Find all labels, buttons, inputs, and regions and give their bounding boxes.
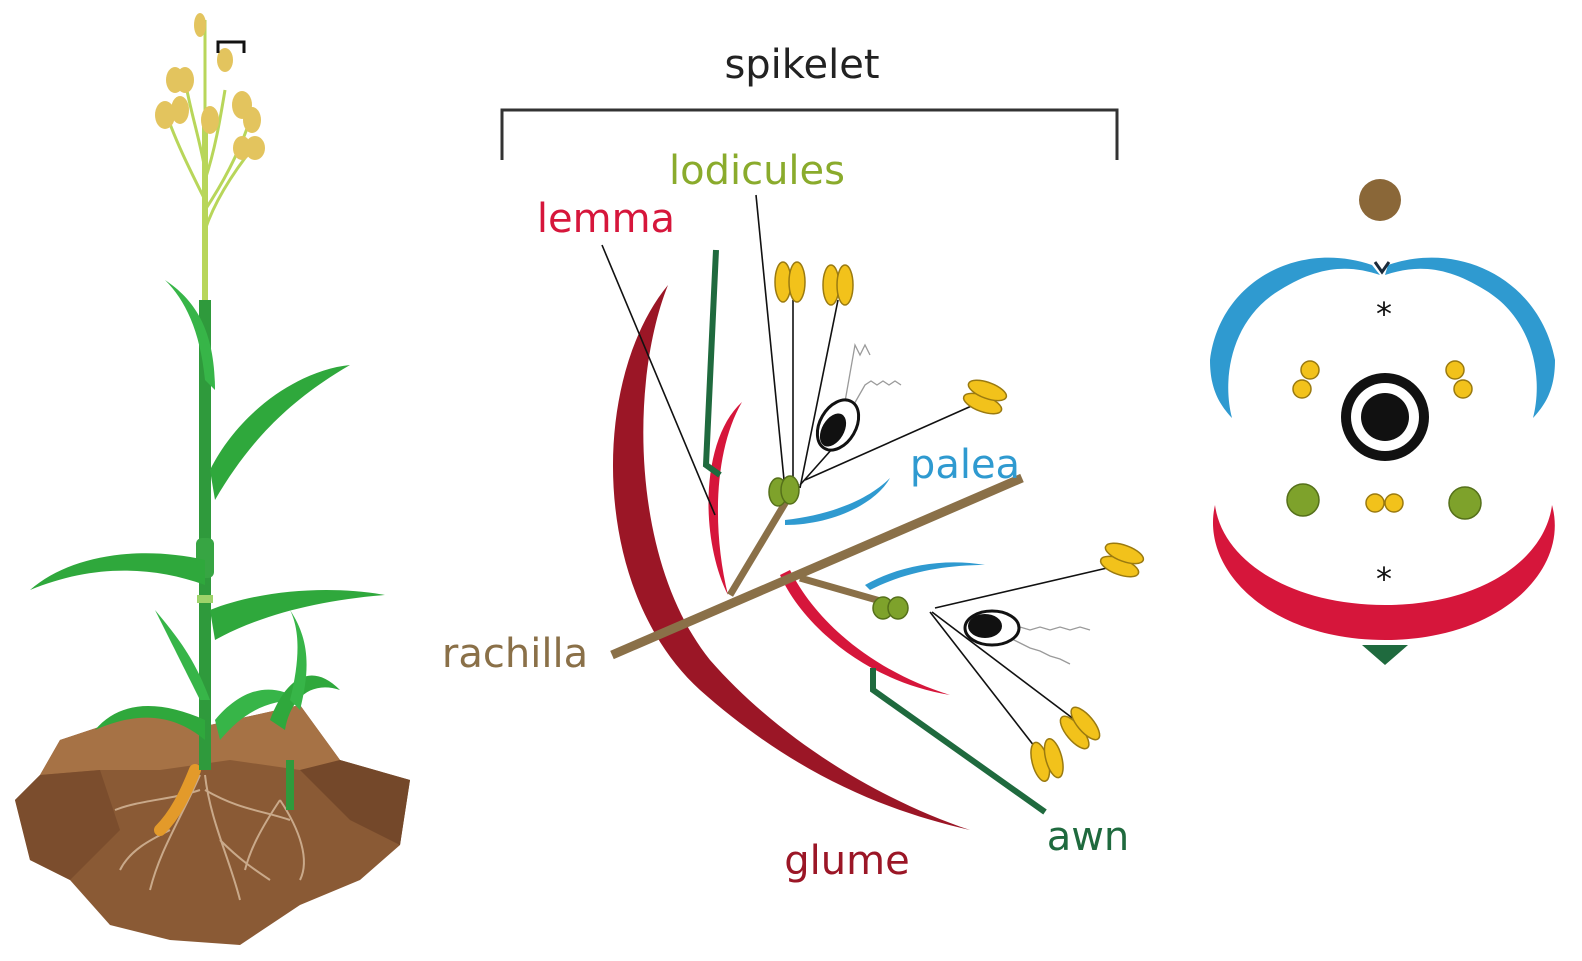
asterisk-bottom: * (1376, 560, 1392, 598)
palea-shape-lower (865, 562, 985, 590)
awn-lower (873, 668, 1045, 812)
label-palea: palea (910, 442, 1020, 488)
panicle-spikelets (155, 13, 265, 160)
lemma-shape-upper (708, 402, 742, 595)
lodicule-left (1287, 484, 1319, 516)
label-rachilla: rachilla (442, 631, 588, 677)
rachis-dot (1359, 179, 1401, 221)
ovary-lower (965, 611, 1019, 645)
lodicules-shapes (769, 476, 908, 619)
label-lodicules: lodicules (669, 148, 845, 194)
ovary-center (1361, 393, 1409, 441)
label-awn: awn (1047, 814, 1130, 860)
label-glume: glume (784, 838, 909, 884)
label-spikelet: spikelet (724, 42, 879, 88)
awn-triangle (1362, 645, 1408, 665)
label-lemma: lemma (537, 196, 675, 242)
grass-plant-illustration (15, 13, 410, 945)
glume-shape (613, 285, 970, 830)
lodicule-right (1449, 487, 1481, 519)
rachilla-axis (612, 478, 1022, 655)
asterisk-top: * (1376, 295, 1392, 333)
lemma-shape-lower (780, 570, 950, 695)
soil-clod (15, 705, 410, 945)
